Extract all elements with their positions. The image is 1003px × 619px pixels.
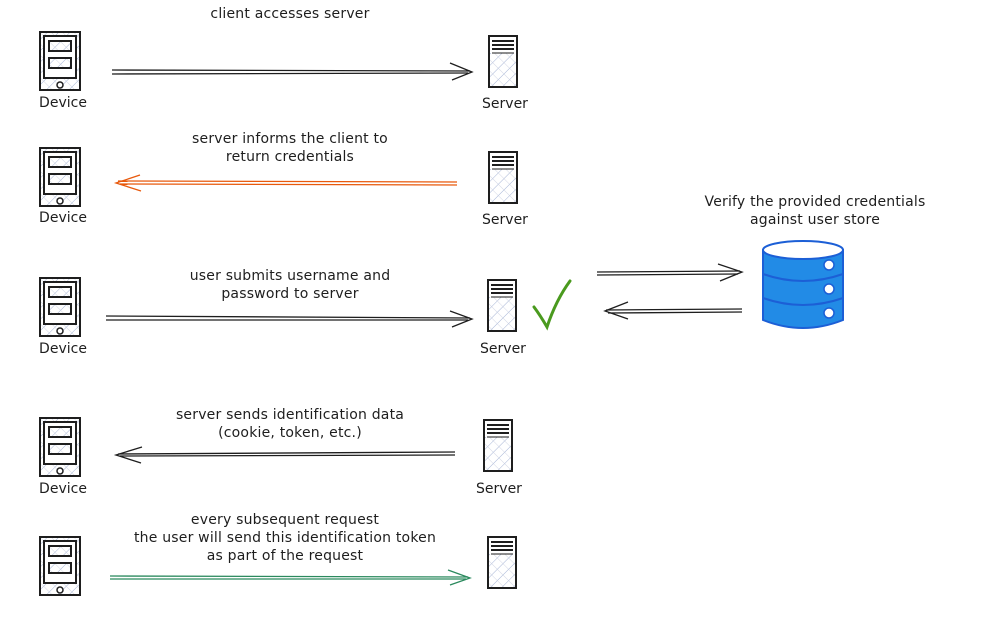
device-label-2: Device <box>39 210 87 226</box>
message-5-line-1: every subsequent request <box>190 512 380 528</box>
arrow-server-to-client-2 <box>113 174 458 192</box>
message-2-line-2: return credentials <box>225 149 355 165</box>
message-5: every subsequent request the user will s… <box>90 511 480 565</box>
message-4-line-2: (cookie, token, etc.) <box>218 425 362 441</box>
verification-text: Verify the provided credentials against … <box>670 193 960 229</box>
arrow-server-to-client-4 <box>113 446 456 464</box>
verification-line-1: Verify the provided credentials <box>704 194 926 210</box>
arrow-client-to-server-3 <box>105 310 474 328</box>
message-1-line-1: client accesses server <box>210 6 370 22</box>
arrow-store-to-server <box>603 301 743 320</box>
message-5-line-2: the user will send this identification t… <box>133 530 437 546</box>
arrow-client-to-server-1 <box>111 62 474 81</box>
message-3: user submits username and password to se… <box>100 267 480 303</box>
message-3-line-2: password to server <box>221 286 359 302</box>
message-2: server informs the client to return cred… <box>110 130 470 166</box>
server-label-1: Server <box>482 96 528 112</box>
arrow-server-to-store <box>596 263 744 282</box>
message-5-line-3: as part of the request <box>206 548 364 564</box>
checkmark-icon <box>532 279 572 331</box>
arrow-client-to-server-5 <box>109 569 472 586</box>
device-label-3: Device <box>39 341 87 357</box>
user-store <box>760 238 846 334</box>
message-3-line-1: user submits username and <box>189 268 391 284</box>
device-label-1: Device <box>39 95 87 111</box>
message-4: server sends identification data (cookie… <box>110 406 470 442</box>
server-label-2: Server <box>482 212 528 228</box>
database-icon <box>762 240 844 329</box>
message-1: client accesses server <box>110 5 470 23</box>
verification-line-2: against user store <box>749 212 881 228</box>
device-label-4: Device <box>39 481 87 497</box>
message-2-line-1: server informs the client to <box>192 131 388 147</box>
message-4-line-1: server sends identification data <box>175 407 405 423</box>
server-label-3: Server <box>480 341 526 357</box>
server-label-4: Server <box>476 481 522 497</box>
